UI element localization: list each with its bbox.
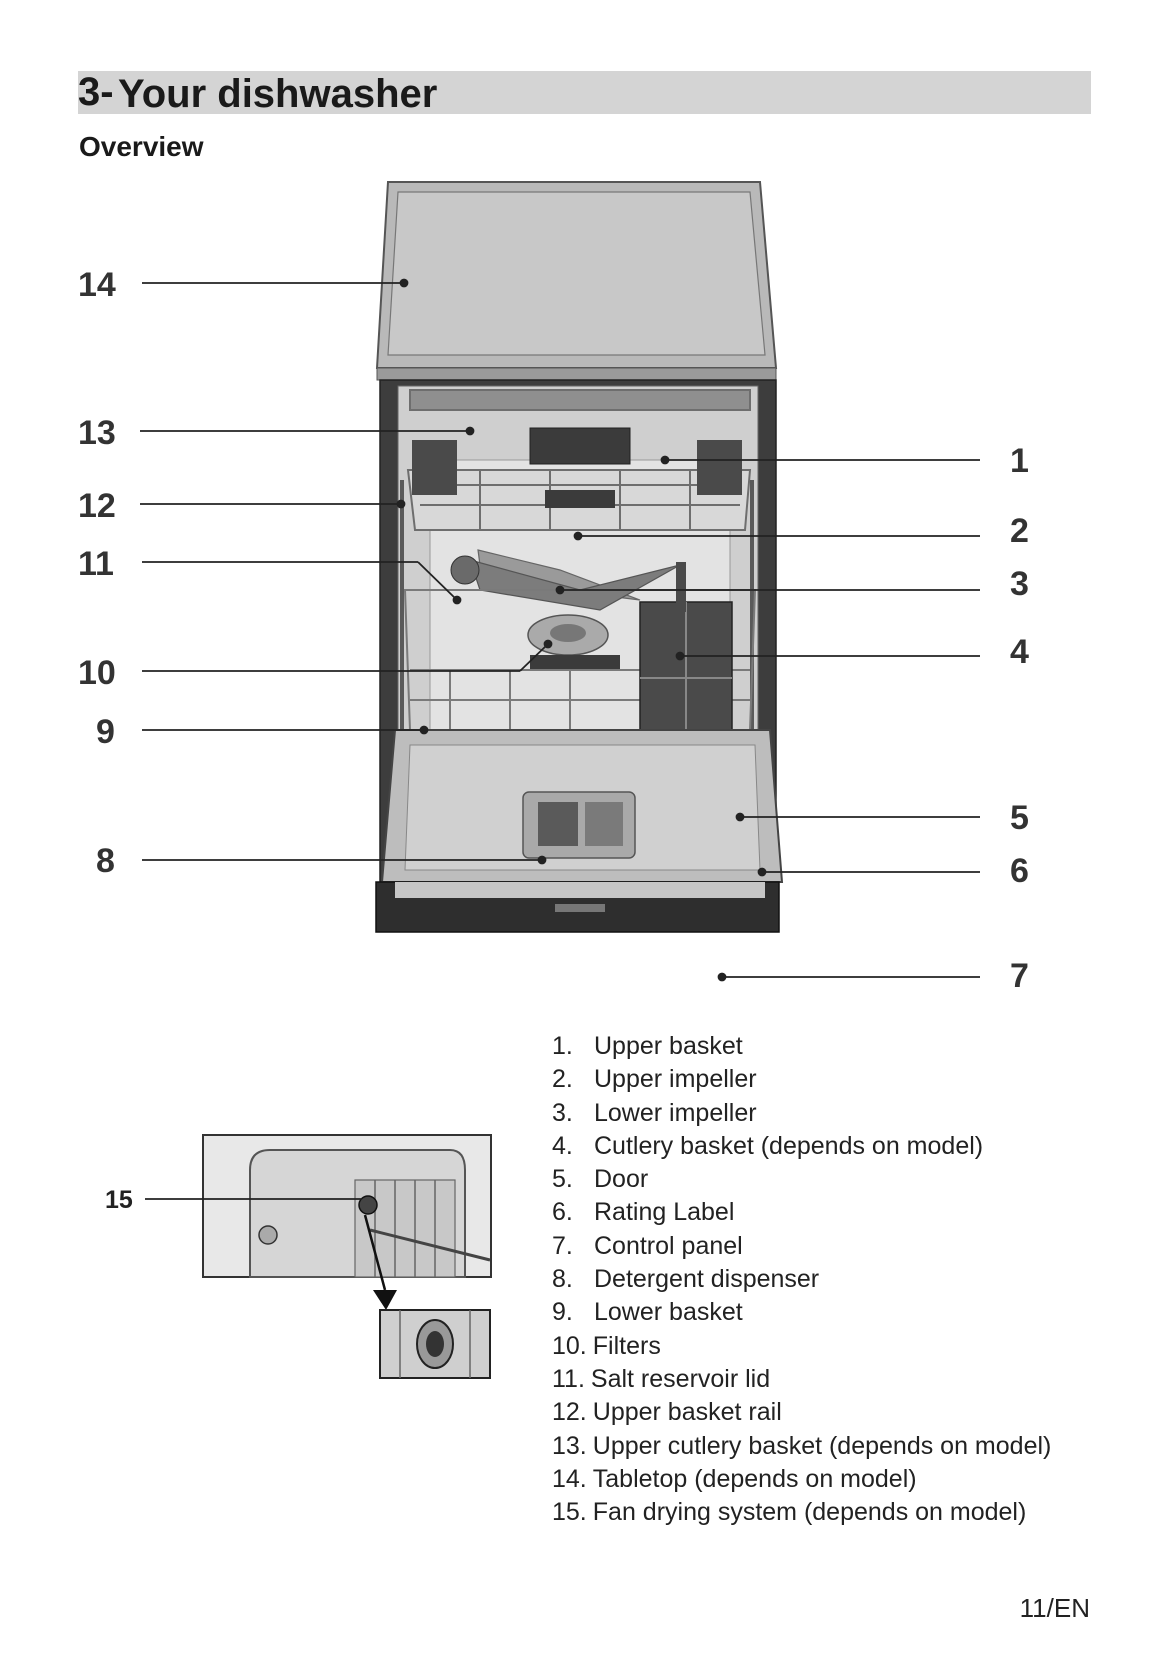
legend-item: 4.Cutlery basket (depends on model) bbox=[552, 1131, 984, 1160]
salt-reservoir-lid-illustration bbox=[450, 555, 480, 585]
callout-11: 11 bbox=[78, 545, 114, 583]
legend-item: 9.Lower basket bbox=[552, 1298, 743, 1327]
legend-item: 8.Detergent dispenser bbox=[552, 1265, 820, 1294]
section-title: Overview bbox=[79, 131, 204, 162]
fan-drying-inset-diagram: 15 bbox=[105, 1134, 492, 1379]
callout-6: 6 bbox=[1010, 852, 1029, 890]
callout-2: 2 bbox=[1010, 512, 1029, 550]
legend-item: 13.Upper cutlery basket (depends on mode… bbox=[552, 1431, 1052, 1460]
chapter-title: Your dishwasher bbox=[118, 72, 438, 116]
page-number: 11/EN bbox=[1019, 1593, 1090, 1623]
callout-14: 14 bbox=[78, 266, 116, 304]
callout-7: 7 bbox=[1010, 957, 1029, 995]
callout-3: 3 bbox=[1010, 565, 1029, 603]
callout-15: 15 bbox=[105, 1186, 133, 1214]
callout-4: 4 bbox=[1010, 633, 1029, 671]
chapter-number: 3- bbox=[78, 70, 114, 114]
legend-item: 14.Tabletop (depends on model) bbox=[552, 1464, 917, 1493]
callout-12: 12 bbox=[78, 487, 116, 525]
legend-item: 15.Fan drying system (depends on model) bbox=[552, 1498, 1027, 1527]
legend-item: 1.Upper basket bbox=[552, 1032, 743, 1060]
parts-legend: 1.Upper basket 2.Upper impeller 3.Lower … bbox=[552, 1030, 1051, 1529]
callout-10: 10 bbox=[78, 654, 116, 692]
legend-item: 11.Salt reservoir lid bbox=[552, 1364, 771, 1393]
callout-9: 9 bbox=[96, 713, 115, 751]
legend-item: 5.Door bbox=[552, 1165, 649, 1194]
callout-5: 5 bbox=[1010, 799, 1029, 837]
legend-item: 7.Control panel bbox=[552, 1231, 743, 1260]
legend-item: 2.Upper impeller bbox=[552, 1065, 757, 1094]
legend-item: 10.Filters bbox=[552, 1331, 661, 1360]
dishwasher-overview-diagram: 14 13 12 11 10 9 8 1 2 3 4 5 6 7 bbox=[78, 181, 1029, 995]
callout-8: 8 bbox=[96, 842, 115, 880]
chapter-header: 3- Your dishwasher bbox=[78, 70, 1091, 116]
callout-13: 13 bbox=[78, 414, 116, 452]
legend-item: 3.Lower impeller bbox=[552, 1098, 757, 1127]
callout-1: 1 bbox=[1010, 442, 1029, 480]
legend-item: 12.Upper basket rail bbox=[552, 1398, 782, 1427]
lower-impeller-illustration bbox=[469, 559, 681, 611]
cutlery-basket-illustration bbox=[639, 562, 733, 753]
legend-item: 6.Rating Label bbox=[552, 1198, 735, 1227]
